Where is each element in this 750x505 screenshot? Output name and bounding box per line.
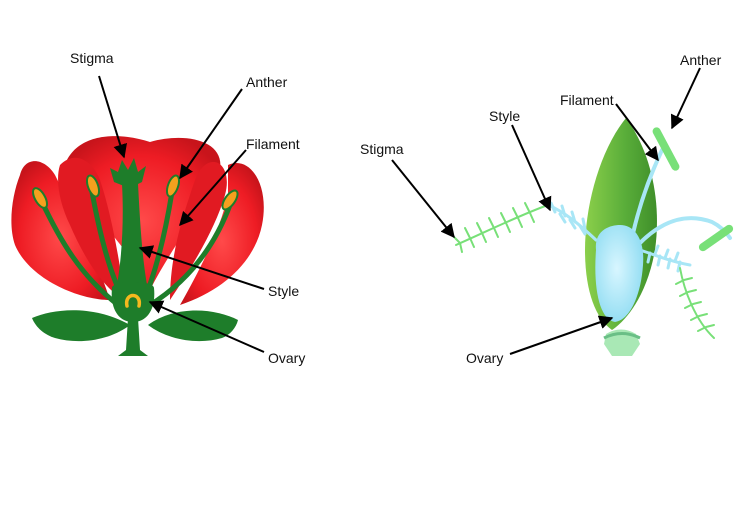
flower-two [391,67,734,356]
label-style: Style [268,283,300,299]
arrow-stigma-2 [391,159,455,239]
arrow-style [138,245,265,290]
feathery-stigma-right [675,267,715,339]
ovary-shape [111,282,155,322]
stigma-shape [110,158,146,186]
label-stigma-2: Stigma [360,141,404,157]
flower-one [11,75,265,356]
petal-right-inner [170,161,227,300]
label-anther-2: Anther [680,52,722,68]
filament-far-left [39,199,121,308]
petal-right-outer [180,163,264,305]
arrow-ovary [148,300,265,353]
anther-far-left [32,187,48,209]
style-shape [116,184,148,290]
anther-far-right [221,189,239,211]
ovule [125,293,141,308]
label-ovary: Ovary [268,350,306,366]
anther-left [85,174,101,198]
anther-lower [698,224,734,252]
label-anther: Anther [246,74,288,90]
arrow-ovary-2 [509,315,614,355]
filament-far-right [147,202,233,308]
label-stigma: Stigma [70,50,114,66]
label-filament-2: Filament [560,92,614,108]
arrow-filament-2 [615,103,659,162]
arrow-style-2 [511,124,552,212]
arrow-anther-2 [670,67,701,130]
anther-right [165,174,181,198]
anther-upper [652,127,680,171]
arrow-anther [179,88,243,180]
ovary-body [595,225,644,322]
label-filament: Filament [246,136,300,152]
sepal-right [148,310,238,342]
receptacle-band [603,332,641,340]
label-ovary-2: Ovary [466,350,504,366]
sepal-left [32,310,130,342]
stem [118,318,148,356]
label-style-2: Style [489,108,521,124]
feathery-stigma-left [453,202,549,253]
arrow-stigma [98,75,127,159]
arrow-filament [179,149,247,227]
style-branches [546,201,692,273]
